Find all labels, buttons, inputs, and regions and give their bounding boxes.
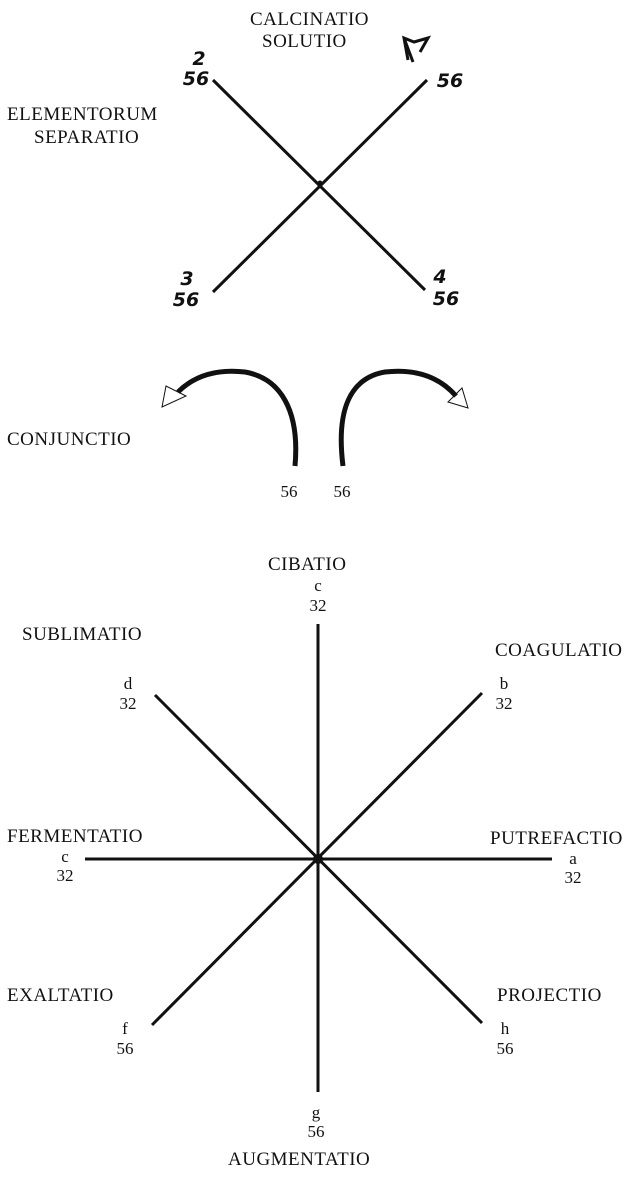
label-sublimatio: SUBLIMATIO [22,624,143,645]
coagulatio-value: 32 [495,694,513,713]
end-top-left-value: 56 [182,68,210,90]
end-bottom-right-value: 56 [432,288,460,310]
label-coagulatio: COAGULATIO [495,640,623,661]
label-conjunctio: CONJUNCTIO [7,429,132,450]
augmentatio-value: 56 [307,1122,325,1141]
end-bottom-left-value: 56 [172,289,200,311]
cibatio-value: 32 [309,596,327,615]
label-separatio: SEPARATIO [34,127,140,148]
putrefactio-value: 32 [564,868,582,887]
conjunctio-left-value: 56 [280,482,298,501]
label-elementorum: ELEMENTORUM [7,104,158,125]
projectio-letter: h [500,1019,510,1038]
label-projectio: PROJECTIO [497,985,602,1006]
right-arrowhead-icon [447,387,469,409]
end-bottom-left-index: 3 [180,268,194,290]
label-cibatio: CIBATIO [268,554,347,575]
augmentatio-letter: g [311,1103,321,1122]
sublimatio-value: 32 [119,694,137,713]
star-center-dot [313,854,323,864]
label-fermentatio: FERMENTATIO [7,826,143,847]
left-arrowhead-icon [161,385,188,408]
conjunctio-right-value: 56 [333,482,351,501]
cibatio-letter: c [314,576,322,595]
end-bottom-right-index: 4 [433,266,447,288]
exaltatio-value: 56 [116,1039,134,1058]
label-putrefactio: PUTREFACTIO [490,828,623,849]
fermentatio-value: 32 [56,866,74,885]
label-exaltatio: EXALTATIO [7,985,114,1006]
fermentatio-letter: c [61,847,69,866]
hand-mark-icon [402,35,432,63]
label-augmentatio: AUGMENTATIO [228,1149,371,1170]
putrefactio-letter: a [569,849,577,868]
left-arc-arrow [176,368,299,467]
end-top-right-value: 56 [436,70,464,92]
top-x-center-dot [317,180,323,186]
coagulatio-letter: b [499,674,509,693]
exaltatio-letter: f [122,1019,128,1038]
projectio-value: 56 [496,1039,514,1058]
top-x-line-ascending [211,78,429,294]
title-calcinatio: CALCINATIO [250,9,369,30]
end-top-left-index: 2 [192,48,206,70]
right-arc-arrow [338,368,458,467]
sublimatio-letter: d [123,674,133,693]
title-solutio: SOLUTIO [262,31,347,52]
